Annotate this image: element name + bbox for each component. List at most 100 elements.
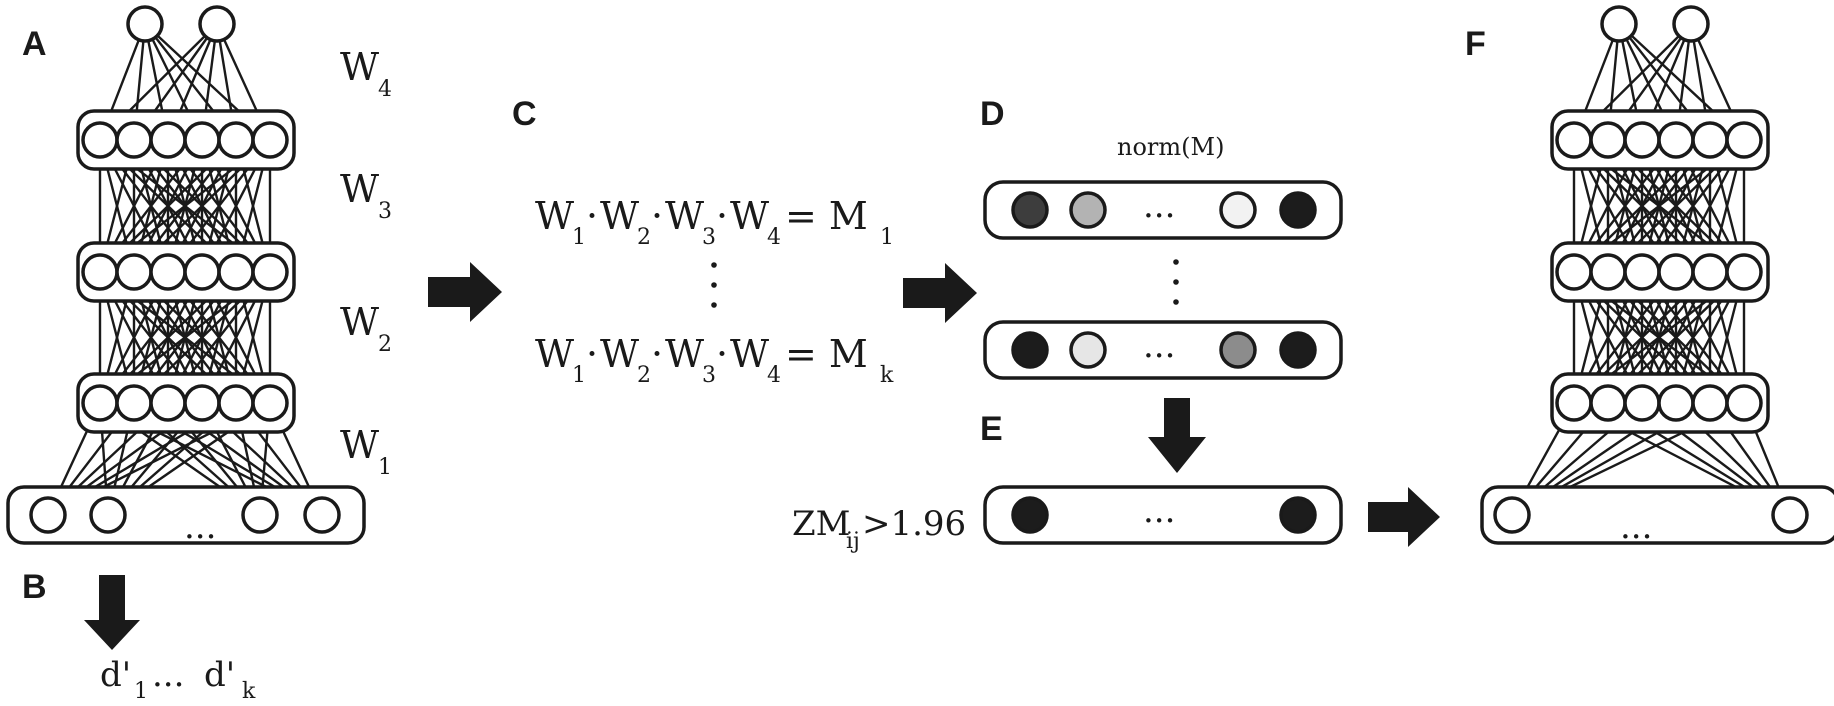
svg-text:d': d' xyxy=(204,655,235,695)
hidden-node xyxy=(1691,121,1729,159)
hidden-node xyxy=(149,253,187,291)
input-node xyxy=(89,496,127,534)
svg-text:·: · xyxy=(586,194,598,238)
panel-b-formula: d' 1 ... d' k xyxy=(100,655,256,704)
down-arrow-d-to-e xyxy=(1148,398,1206,473)
hidden-node xyxy=(1589,121,1627,159)
hidden-node xyxy=(1725,121,1763,159)
significant-row-node-2 xyxy=(1279,496,1317,534)
svg-text:...: ... xyxy=(152,655,184,695)
right-arrow-a-to-c xyxy=(428,262,502,322)
input-node xyxy=(241,496,279,534)
hidden-node xyxy=(1555,253,1593,291)
down-arrow-b xyxy=(84,575,140,650)
norm-row-1-node-3 xyxy=(1219,191,1257,229)
significant-row-ellipsis: ... xyxy=(1143,491,1175,531)
hidden-node xyxy=(115,384,153,422)
svg-text:2: 2 xyxy=(637,363,651,388)
hidden-node xyxy=(1725,384,1763,422)
hidden-node xyxy=(1623,121,1661,159)
hidden-node xyxy=(1589,253,1627,291)
hidden-node xyxy=(1589,384,1627,422)
equation-row-1: W 1 · W 2 · W 3 · W 4 = M 1 xyxy=(535,194,894,250)
svg-text:·: · xyxy=(651,194,663,238)
svg-text:>1.96: >1.96 xyxy=(862,504,966,544)
norm-row-k-node-2 xyxy=(1069,331,1107,369)
output-node xyxy=(1600,5,1638,43)
svg-text:·: · xyxy=(586,332,598,376)
svg-text:ij: ij xyxy=(846,529,860,554)
svg-text:k: k xyxy=(242,679,256,704)
svg-text:2: 2 xyxy=(378,332,392,357)
zm-condition-label: ZM ij >1.96 xyxy=(792,504,966,554)
hidden-node xyxy=(183,121,221,159)
norm-m-label: norm(M) xyxy=(1117,133,1224,161)
svg-text:ZM: ZM xyxy=(792,504,850,544)
hidden-node xyxy=(1623,384,1661,422)
right-arrow-e-to-f xyxy=(1368,487,1440,547)
hidden-node xyxy=(1657,121,1695,159)
panel-letter-e: E xyxy=(980,410,1003,448)
input-layer-frame xyxy=(1480,485,1834,545)
norm-row-k-node-4 xyxy=(1279,331,1317,369)
weight-label-w2: W 2 xyxy=(340,300,392,357)
svg-text:3: 3 xyxy=(702,363,716,388)
panel-letter-f: F xyxy=(1465,25,1486,63)
equation-vertical-dots xyxy=(711,262,717,308)
svg-text:4: 4 xyxy=(767,225,781,250)
norm-row-1-ellipsis: ... xyxy=(1143,186,1175,226)
weight-label-w3: W 3 xyxy=(340,167,392,224)
hidden-node xyxy=(251,384,289,422)
hidden-node xyxy=(1725,253,1763,291)
svg-text:1: 1 xyxy=(572,225,586,250)
svg-text:= M: = M xyxy=(785,332,868,376)
hidden-node xyxy=(183,384,221,422)
svg-text:W: W xyxy=(665,194,704,238)
hidden-node xyxy=(1555,121,1593,159)
hidden-node xyxy=(81,121,119,159)
svg-text:1: 1 xyxy=(134,679,148,704)
hidden-node xyxy=(251,253,289,291)
hidden-node xyxy=(115,121,153,159)
output-node xyxy=(198,5,236,43)
network-a-input-ellipsis: ... xyxy=(184,507,216,547)
hidden-node xyxy=(251,121,289,159)
panel-letter-b: B xyxy=(22,568,47,606)
svg-text:1: 1 xyxy=(378,455,392,480)
hidden-node xyxy=(1691,253,1729,291)
hidden-node xyxy=(1657,253,1695,291)
svg-text:W: W xyxy=(340,45,379,89)
svg-text:·: · xyxy=(716,332,728,376)
svg-text:3: 3 xyxy=(378,199,392,224)
svg-text:W: W xyxy=(600,332,639,376)
network-f-input-ellipsis: ... xyxy=(1620,507,1652,547)
hidden-node xyxy=(1555,384,1593,422)
svg-text:k: k xyxy=(880,363,894,388)
norm-vertical-dots xyxy=(1173,259,1179,305)
significant-row-node-1 xyxy=(1011,496,1049,534)
panel-letter-a: A xyxy=(22,25,47,63)
norm-row-1-node-1 xyxy=(1011,191,1049,229)
svg-text:·: · xyxy=(651,332,663,376)
svg-text:W: W xyxy=(535,194,574,238)
svg-text:1: 1 xyxy=(572,363,586,388)
hidden-node xyxy=(183,253,221,291)
svg-text:2: 2 xyxy=(637,225,651,250)
svg-text:3: 3 xyxy=(702,225,716,250)
weight-label-w4: W 4 xyxy=(340,45,392,102)
hidden-node xyxy=(81,384,119,422)
svg-text:W: W xyxy=(600,194,639,238)
significant-row: ... xyxy=(983,485,1343,545)
weight-label-w1: W 1 xyxy=(340,423,392,480)
hidden-node xyxy=(149,384,187,422)
hidden-node xyxy=(81,253,119,291)
hidden-node xyxy=(217,121,255,159)
hidden-node xyxy=(217,253,255,291)
norm-row-k-ellipsis: ... xyxy=(1143,326,1175,366)
svg-text:1: 1 xyxy=(880,225,894,250)
svg-text:= M: = M xyxy=(785,194,868,238)
norm-row-k: ... xyxy=(983,320,1343,380)
input-node xyxy=(29,496,67,534)
output-node xyxy=(126,5,164,43)
